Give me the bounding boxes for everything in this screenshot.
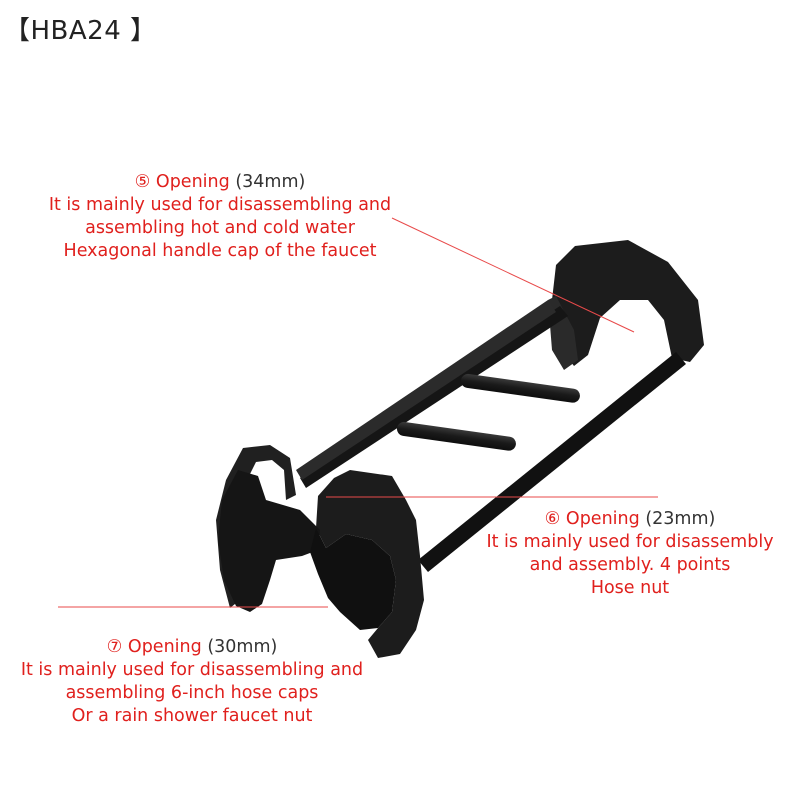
callout-heading: ⑤ Opening (34mm) [30, 171, 410, 194]
callout-opening-6: ⑥ Opening (23mm) It is mainly used for d… [470, 508, 790, 600]
callout-title: Opening [127, 637, 202, 657]
callout-opening-7: ⑦ Opening (30mm) It is mainly used for d… [4, 636, 380, 728]
callout-line: assembling 6-inch hose caps [65, 683, 319, 703]
callout-line: Hexagonal handle cap of the faucet [63, 241, 377, 261]
callout-line: assembling hot and cold water [85, 218, 355, 238]
callout-size: (23mm) [645, 509, 716, 529]
callout-line: It is mainly used for disassembly [486, 532, 774, 552]
callout-line: Hose nut [590, 578, 670, 598]
callout-title: Opening [565, 509, 640, 529]
callout-line: It is mainly used for disassembling and [48, 195, 392, 215]
callout-marker: ⑥ [544, 509, 561, 529]
callout-line: and assembly. 4 points [529, 555, 731, 575]
callout-size: (34mm) [235, 172, 306, 192]
callout-heading: ⑦ Opening (30mm) [4, 636, 380, 659]
wrench-rods [296, 300, 686, 572]
callout-title: Opening [155, 172, 230, 192]
callout-size: (30mm) [207, 637, 278, 657]
callout-line: It is mainly used for disassembling and [20, 660, 364, 680]
callout-line: Or a rain shower faucet nut [71, 706, 313, 726]
wrench-head-back [548, 240, 704, 370]
callout-marker: ⑤ [134, 172, 151, 192]
callout-marker: ⑦ [106, 637, 123, 657]
wrench-head-front [216, 445, 424, 658]
callout-heading: ⑥ Opening (23mm) [470, 508, 790, 531]
leader-line-5 [391, 217, 635, 333]
brand-label: 【HBA24 】 [4, 16, 157, 46]
callout-opening-5: ⑤ Opening (34mm) It is mainly used for d… [30, 171, 410, 263]
callout-leader-lines [58, 217, 658, 608]
